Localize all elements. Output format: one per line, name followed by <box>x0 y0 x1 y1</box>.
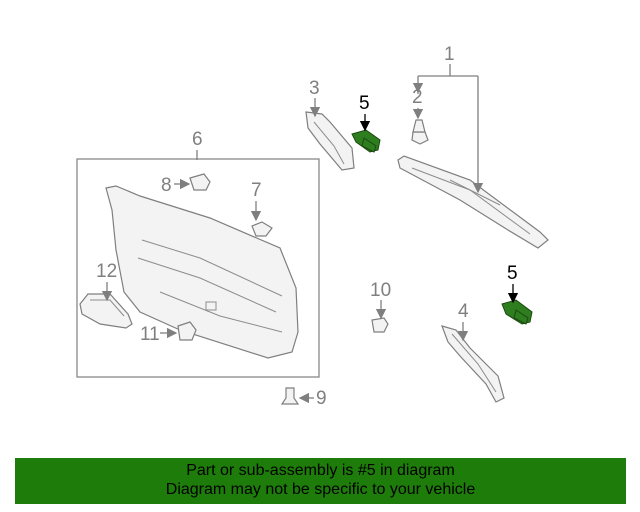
svg-text:1: 1 <box>444 44 455 65</box>
part-1-trim-strip <box>397 155 549 249</box>
banner-line-2: Diagram may not be specific to your vehi… <box>165 481 476 498</box>
banner-line-1: Part or sub-assembly is #5 in diagram <box>186 462 455 479</box>
part-11-cap <box>177 321 197 341</box>
callout-8: 8 <box>161 175 191 196</box>
callout-7: 7 <box>250 180 262 222</box>
part-3-pillar-trim <box>305 111 355 171</box>
svg-text:7: 7 <box>251 180 262 201</box>
part-9-fastener <box>280 387 300 405</box>
callout-1: 1 <box>412 44 484 194</box>
svg-text:6: 6 <box>192 129 203 150</box>
part-5-bracket-upper <box>351 129 381 153</box>
part-5-bracket-lower <box>501 299 533 325</box>
part-7-clip <box>251 221 273 237</box>
part-10-fastener <box>371 317 389 333</box>
callout-5-upper: 5 <box>359 93 371 132</box>
callout-4: 4 <box>457 301 469 342</box>
part-6-back-panel-group <box>76 158 320 378</box>
info-banner: Part or sub-assembly is #5 in diagram Di… <box>15 458 626 504</box>
svg-text:2: 2 <box>412 87 423 108</box>
svg-text:9: 9 <box>316 388 327 409</box>
callout-6: 6 <box>192 129 203 160</box>
svg-text:3: 3 <box>309 78 320 99</box>
svg-text:10: 10 <box>370 280 391 301</box>
svg-text:5: 5 <box>507 263 518 284</box>
callout-3: 3 <box>309 78 321 118</box>
svg-text:5: 5 <box>359 93 370 114</box>
part-8-clip <box>189 173 211 191</box>
svg-text:11: 11 <box>140 324 160 345</box>
part-4-lower-trim <box>441 325 505 403</box>
callout-10: 10 <box>370 280 391 320</box>
callout-2: 2 <box>412 87 424 120</box>
callout-12: 12 <box>96 261 117 302</box>
svg-text:4: 4 <box>458 301 469 322</box>
callout-5-lower: 5 <box>507 263 519 304</box>
svg-text:8: 8 <box>161 175 172 196</box>
part-2-clip <box>411 119 429 145</box>
svg-text:12: 12 <box>96 261 117 282</box>
callout-11: 11 <box>140 324 178 345</box>
callout-9: 9 <box>298 388 327 409</box>
